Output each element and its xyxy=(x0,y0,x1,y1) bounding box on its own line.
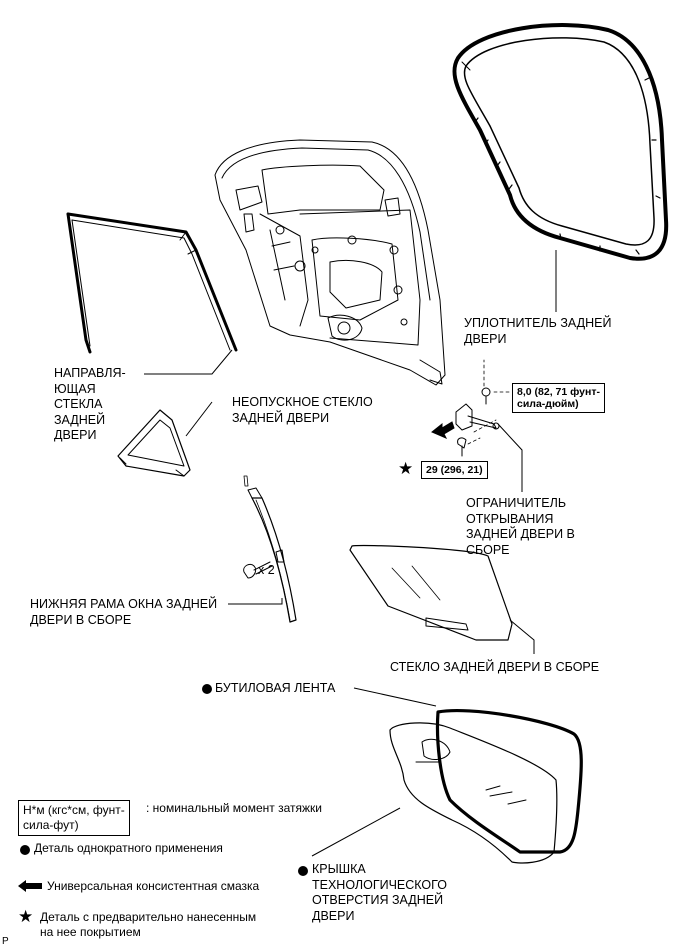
non-reusable-dot-icon xyxy=(298,866,308,876)
quarter-glass-drawing xyxy=(117,409,191,477)
legend-torque-unit-box: Н*м (кгс*см, фунт- сила-фут) xyxy=(18,800,130,836)
division-bar-drawing xyxy=(243,475,297,623)
label-service-hole-cover: КРЫШКА ТЕХНОЛОГИЧЕСКОГО ОТВЕРСТИЯ ЗАДНЕЙ… xyxy=(312,862,447,923)
door-check-drawing xyxy=(455,387,500,457)
label-rear-door-weatherstrip: УПЛОТНИТЕЛЬ ЗАДНЕЙ ДВЕРИ xyxy=(464,316,612,346)
legend-grease: Универсальная консистентная смазка xyxy=(47,879,260,893)
non-reusable-dot-icon xyxy=(20,845,30,855)
door-glass-drawing xyxy=(349,544,513,641)
label-rear-door-check: ОГРАНИЧИТЕЛЬ ОТКРЫВАНИЯ ЗАДНЕЙ ДВЕРИ В С… xyxy=(466,496,575,557)
star-icon: ★ xyxy=(398,459,414,478)
corner-mark: P xyxy=(2,936,9,947)
rear-door-drawing xyxy=(214,139,446,386)
torque-box-8: 8,0 (82, 71 фунт- сила-дюйм) xyxy=(512,383,605,413)
grease-arrow-icon xyxy=(18,880,42,892)
label-rear-door-division-bar: НИЖНЯЯ РАМА ОКНА ЗАДНЕЙ ДВЕРИ В СБОРЕ xyxy=(30,597,218,627)
torque-box-29: 29 (296, 21) xyxy=(421,461,488,479)
grease-arrow xyxy=(431,421,455,439)
glass-run-drawing xyxy=(66,212,238,354)
weatherstrip-drawing xyxy=(452,23,669,261)
label-butyl-tape: БУТИЛОВАЯ ЛЕНТА xyxy=(215,681,336,695)
legend-non-reusable: Деталь однократного применения xyxy=(34,841,223,855)
legend-precoated: Деталь с предварительно нанесенным на не… xyxy=(40,910,257,939)
label-rear-door-glass-run: НАПРАВЛЯ- ЮЩАЯ СТЕКЛА ЗАДНЕЙ ДВЕРИ xyxy=(54,366,126,442)
star-icon: ★ xyxy=(18,907,34,926)
non-reusable-dot-icon xyxy=(202,684,212,694)
service-hole-cover-drawing xyxy=(389,708,583,864)
label-bolt-count: x 2 xyxy=(258,563,275,577)
label-rear-door-quarter-glass: НЕОПУСКНОЕ СТЕКЛО ЗАДНЕЙ ДВЕРИ xyxy=(232,395,373,425)
label-rear-door-glass: СТЕКЛО ЗАДНЕЙ ДВЕРИ В СБОРЕ xyxy=(390,660,600,674)
legend-torque-unit-desc: : номинальный момент затяжки xyxy=(146,801,322,815)
